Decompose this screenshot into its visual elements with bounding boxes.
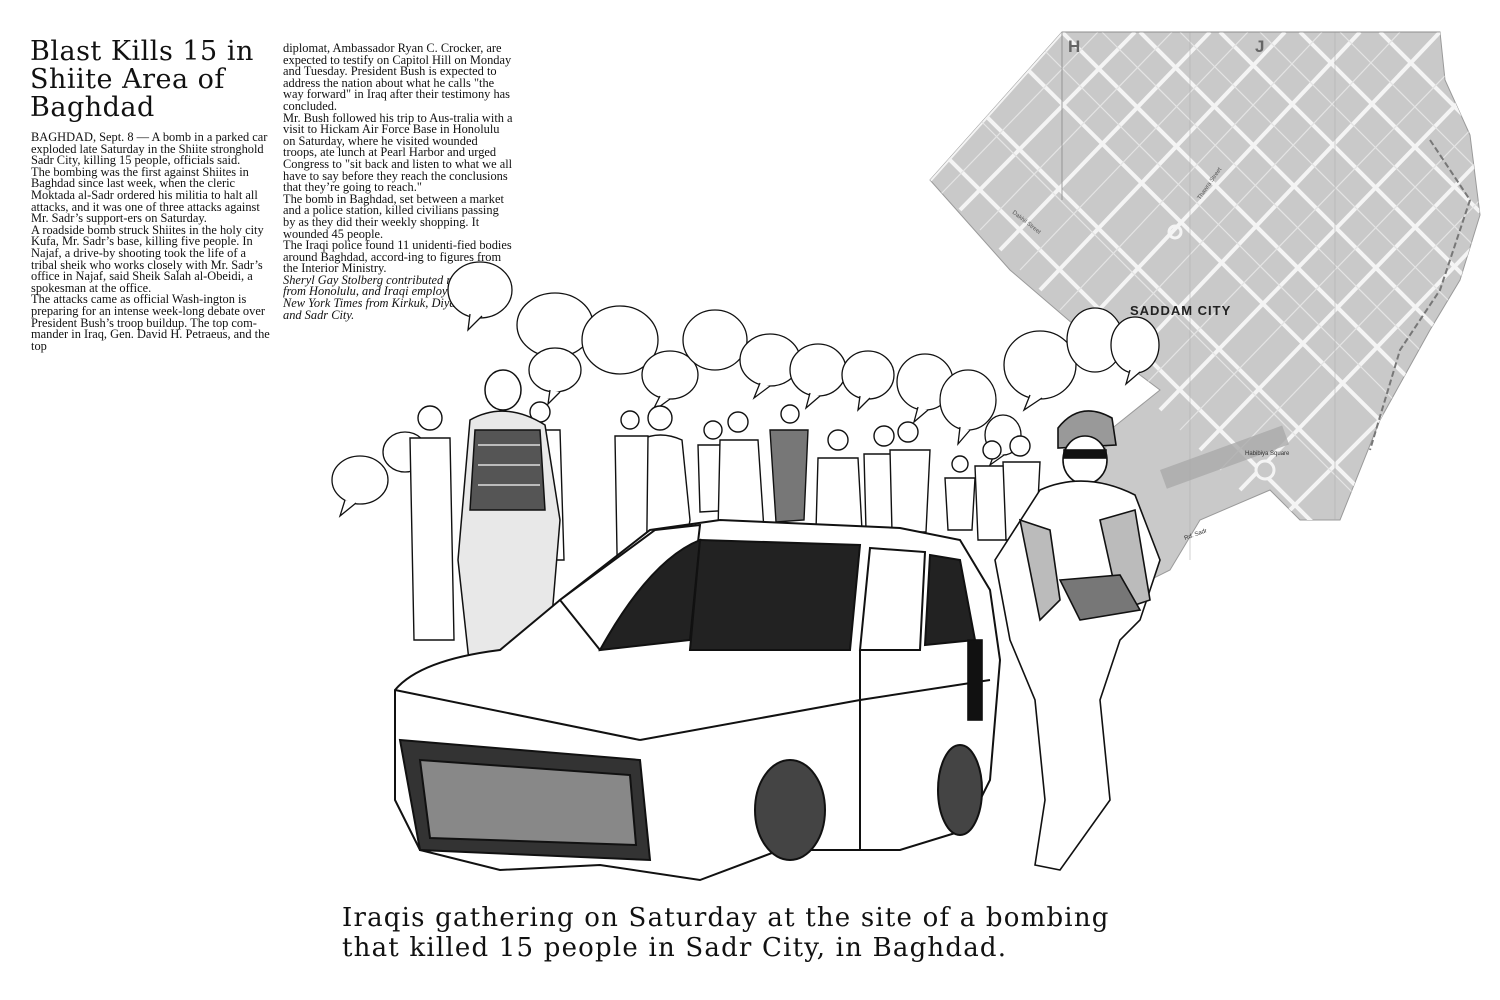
article-paragraph: The attacks came as official Wash-ington… (31, 292, 270, 353)
article-column-1: BAGHDAD, Sept. 8 — A bomb in a parked ca… (31, 130, 271, 353)
article-credit: Sheryl Gay Stolberg contributed reportin… (283, 272, 499, 322)
map-area-label: SADDAM CITY (1130, 303, 1231, 318)
article-paragraph: Mr. Bush followed his trip to Aus-tralia… (283, 110, 513, 195)
map-grid-letter: H (1068, 37, 1080, 56)
soldier-left (457, 369, 561, 671)
article-paragraph: The Iraqi police found 11 unidenti-fied … (283, 238, 512, 276)
soldier-right (967, 410, 1161, 871)
article-paragraph: diplomat, Ambassador Ryan C. Crocker, ar… (283, 41, 512, 113)
map-street-label: Habibiya Square (1245, 451, 1290, 457)
article-paragraph: A roadside bomb struck Shiites in the ho… (31, 222, 264, 295)
article-paragraph: BAGHDAD, Sept. 8 — A bomb in a parked ca… (31, 130, 268, 168)
article-headline: Blast Kills 15 in Shiite Area of Baghdad (30, 36, 254, 123)
photo-caption: Iraqis gathering on Saturday at the site… (342, 903, 1242, 963)
article-paragraph: The bomb in Baghdad, set between a marke… (283, 191, 504, 241)
article-paragraph: The bombing was the first against Shiite… (31, 164, 260, 226)
bombed-car (394, 518, 1002, 882)
caption-line: that killed 15 people in Sadr City, in B… (342, 933, 1008, 963)
map-grid-letter: J (1255, 37, 1264, 56)
article-column-2: diplomat, Ambassador Ryan C. Crocker, ar… (283, 41, 513, 322)
caption-line: Iraqis gathering on Saturday at the site… (342, 903, 1110, 933)
